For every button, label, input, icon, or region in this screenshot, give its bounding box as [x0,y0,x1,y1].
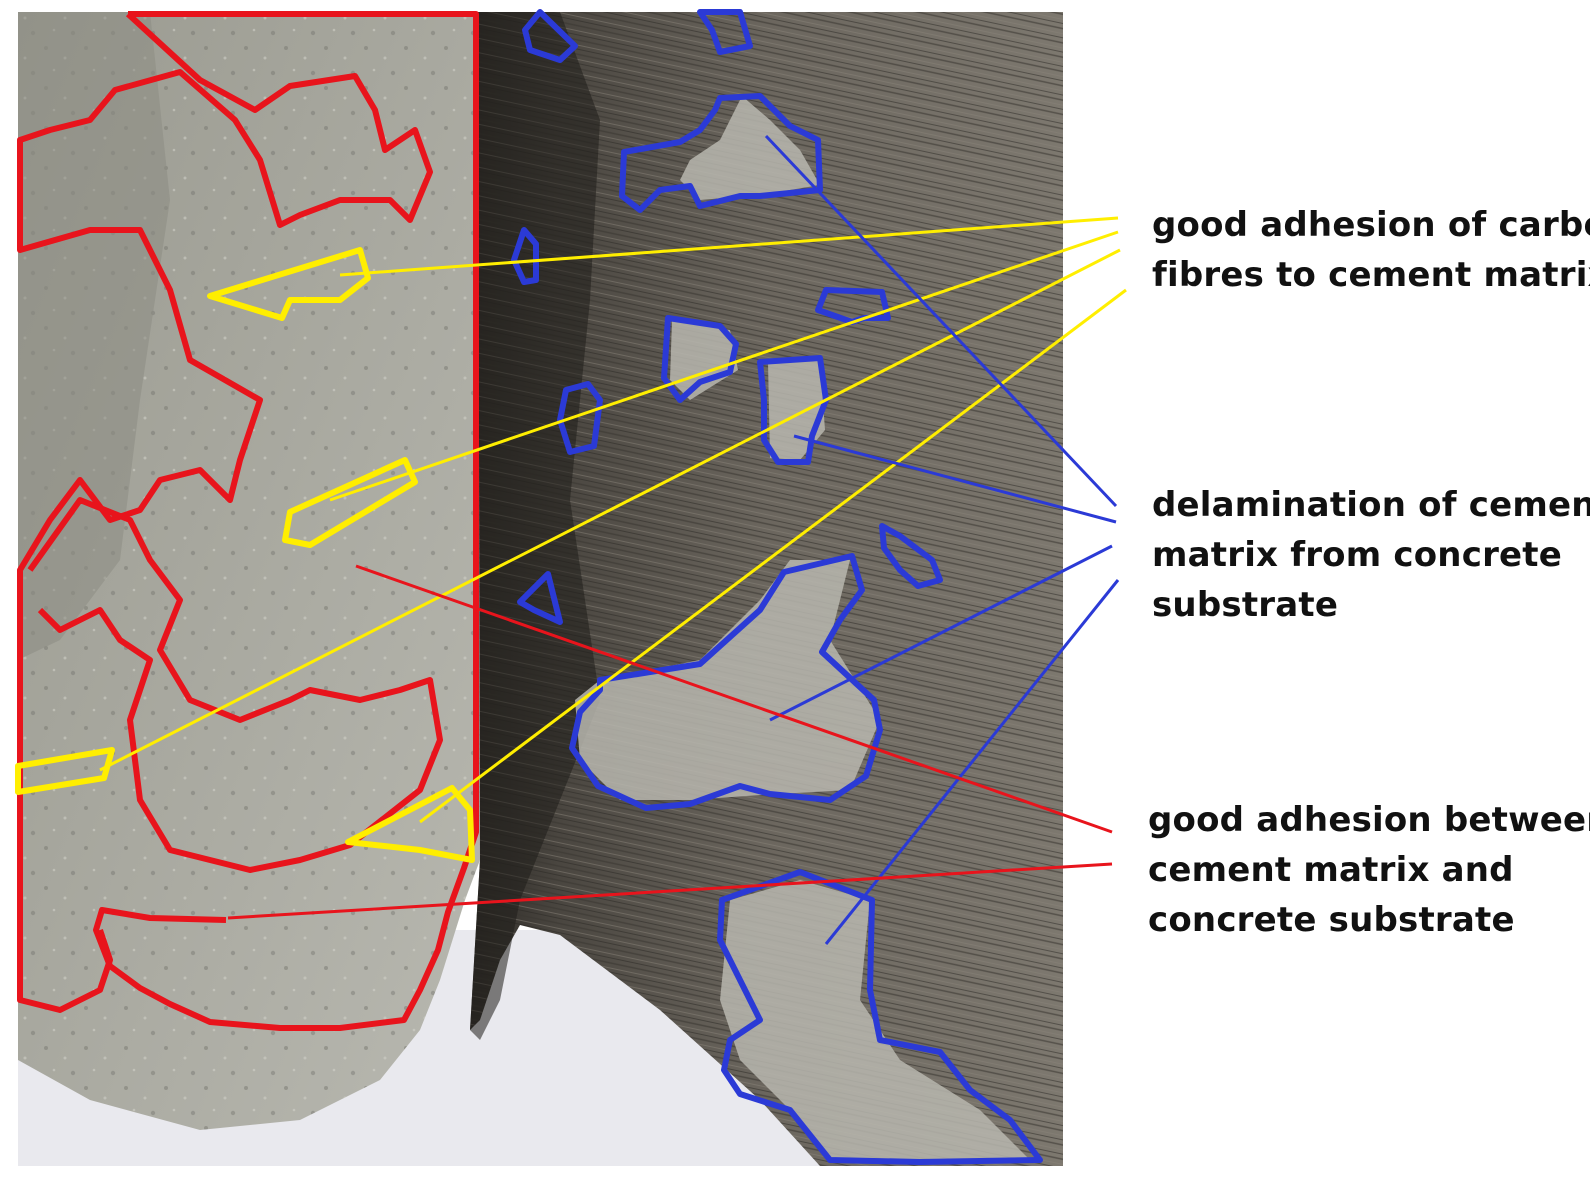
blue-outline-4 [511,227,539,285]
label-line: matrix from concrete [1152,535,1563,575]
blue-outline-1 [522,9,578,63]
label-delamination: delamination of cement matrix from concr… [1152,480,1590,630]
exposed-cement-patches [575,96,1030,1160]
blue-outline-6 [661,315,739,403]
label-good-adhesion-carbon: good adhesion of carbon fibres to cement… [1152,200,1590,300]
label-line: cement matrix and [1148,850,1514,890]
yellow-outline-3 [15,747,115,795]
blue-outline-12 [717,869,1043,1165]
red-leader-lines [227,564,1113,920]
blue-outline-10 [517,571,563,625]
red-outlines [17,11,479,1031]
label-line: substrate [1152,585,1339,625]
yellow-outline-2 [282,457,418,548]
concrete-edge-shadow [18,12,170,660]
yellow-leader-lines [99,216,1127,824]
label-line: fibres to cement matrix [1152,255,1590,295]
blue-outline-11 [569,553,883,811]
label-line: good adhesion of carbon [1152,205,1590,245]
label-good-adhesion-substrate: good adhesion between cement matrix and … [1148,795,1590,945]
blue-outline-9 [879,523,943,589]
frayed-fibre-edge [470,12,600,1040]
blue-outline-7 [757,355,829,465]
blue-outline-8 [557,381,603,455]
yellow-outlines [15,247,475,863]
yellow-outline-4 [345,785,475,863]
label-line: concrete substrate [1148,900,1515,940]
blue-outline-2 [697,9,753,55]
yellow-outline-1 [207,247,371,321]
label-line: delamination of cement [1152,485,1590,525]
red-outline-substrate-boundary [93,11,479,1031]
blue-leader-lines [764,134,1120,945]
red-outline-upper-region [17,11,433,1013]
blue-outline-3 [619,93,823,213]
label-line: good adhesion between [1148,800,1590,840]
red-outline-lower-region [27,497,443,873]
